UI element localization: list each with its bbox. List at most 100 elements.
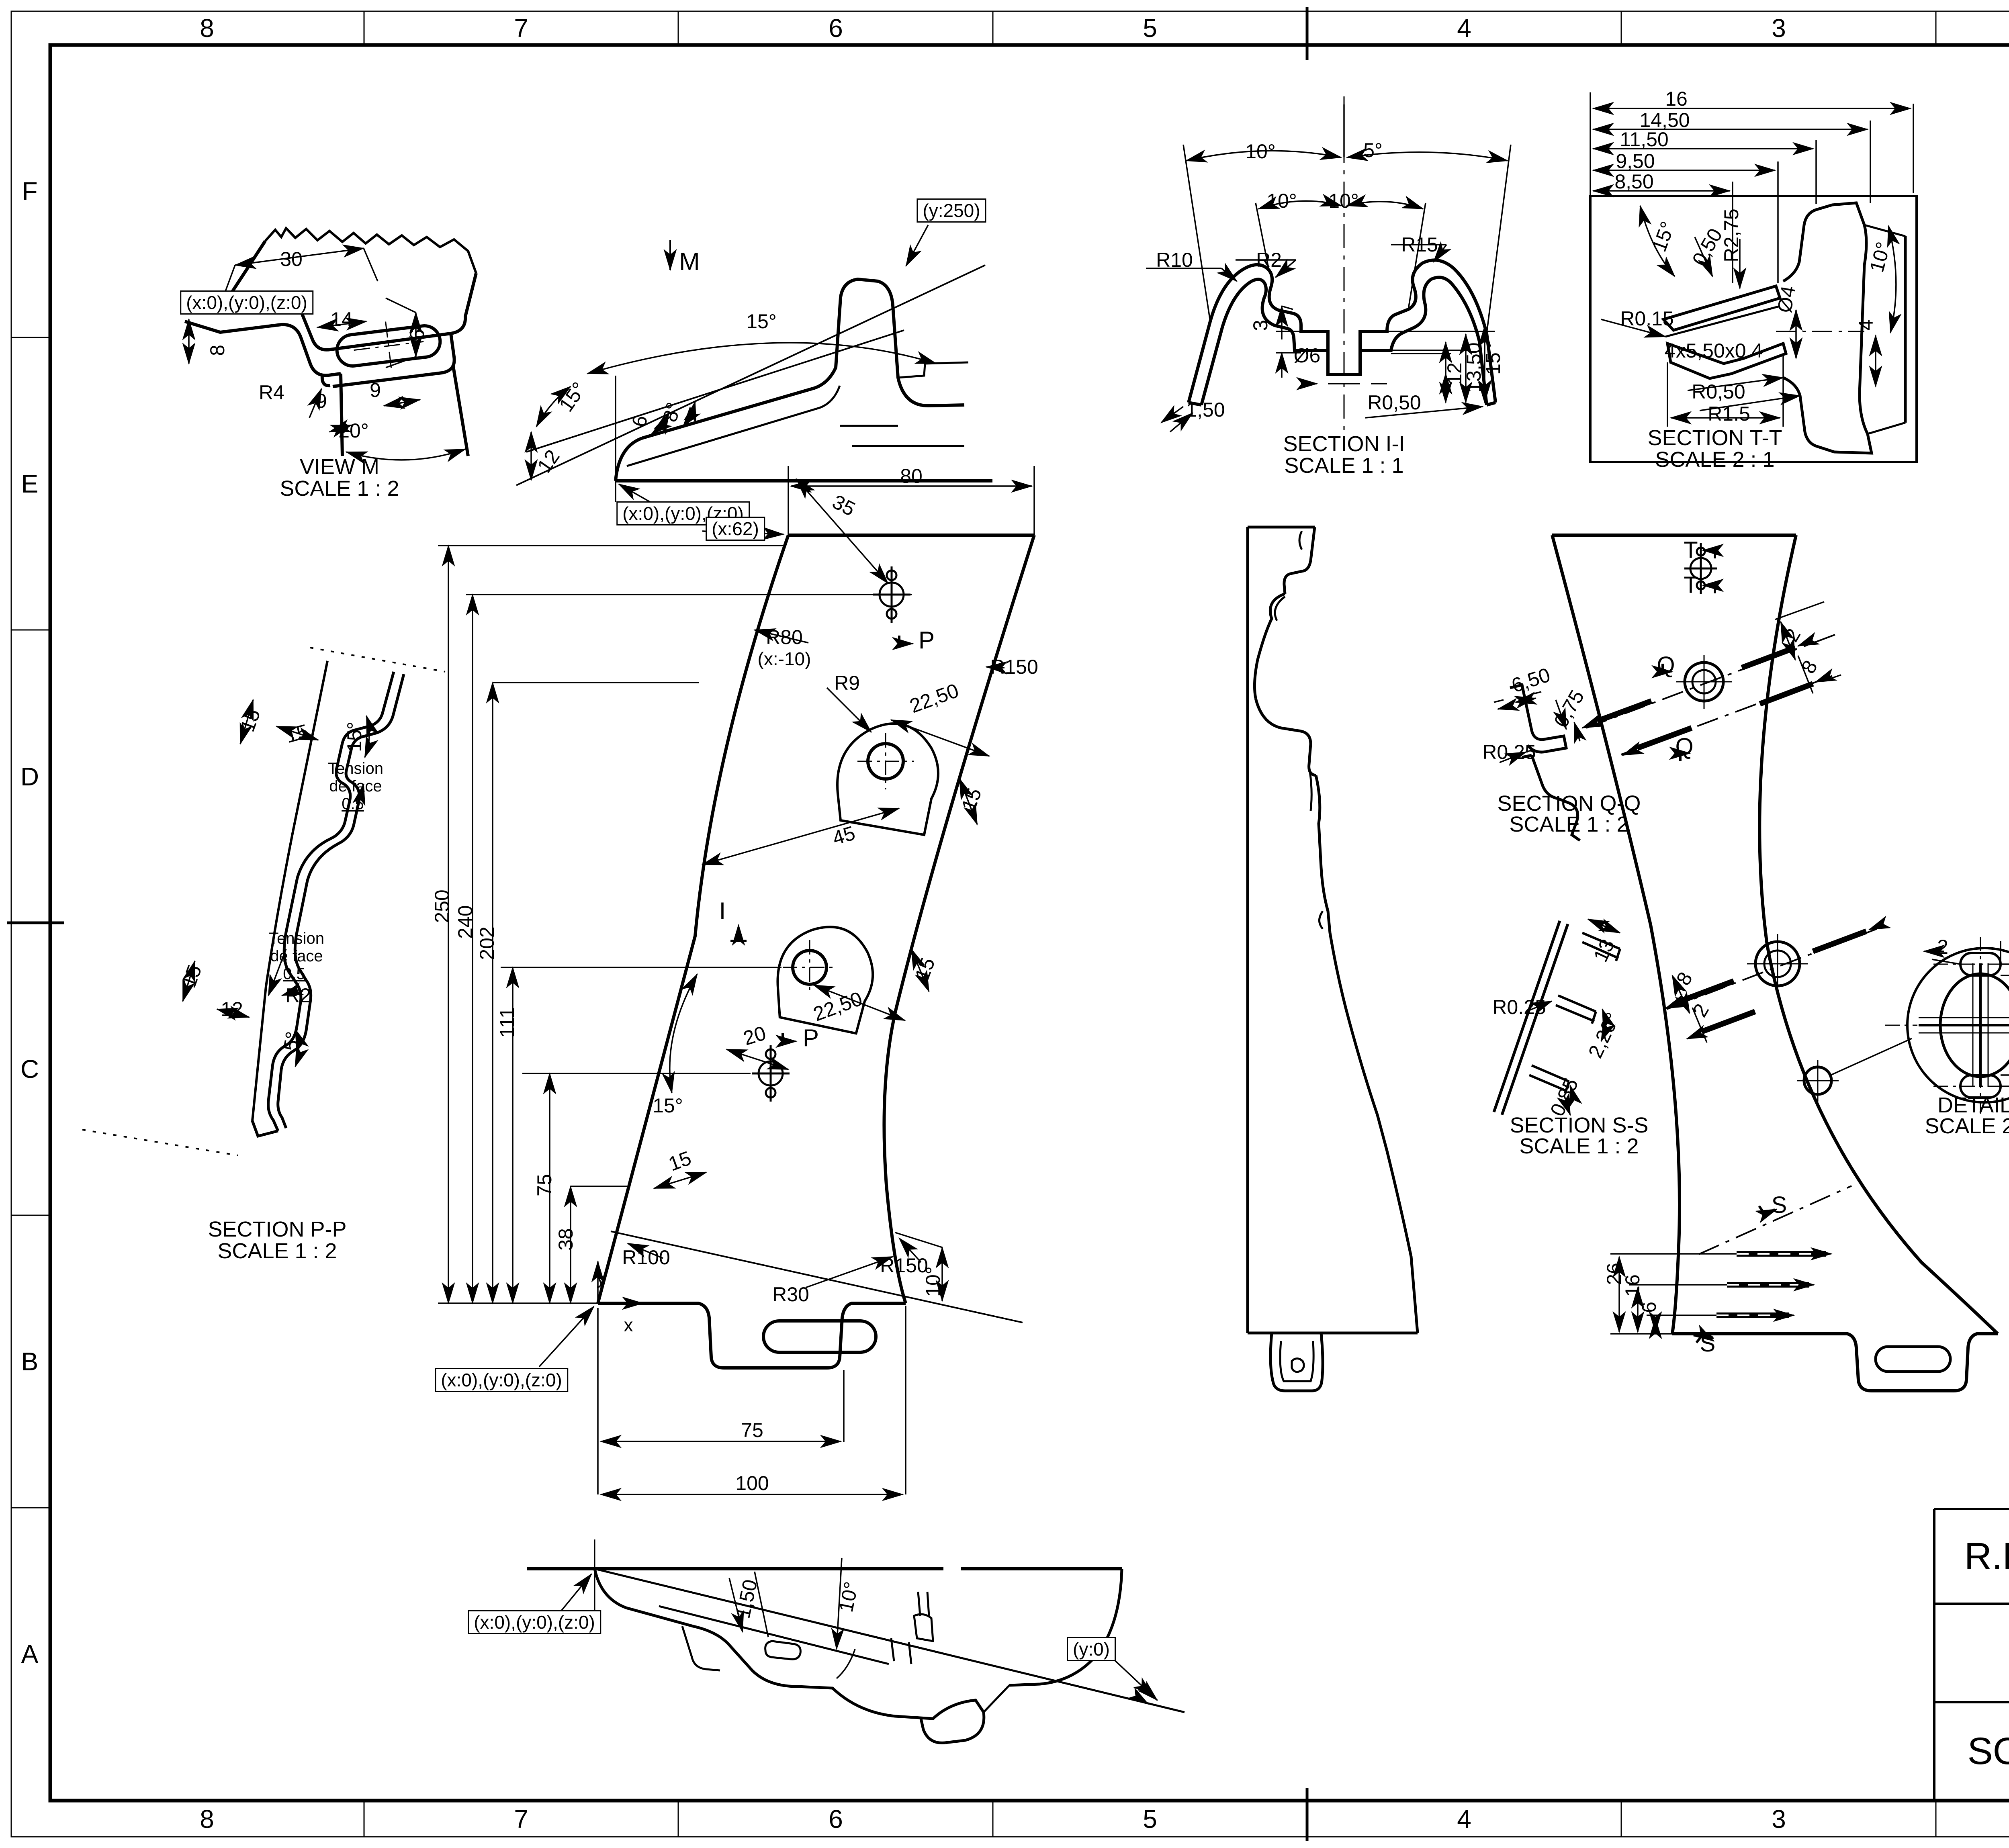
dim-label: 10° xyxy=(1266,190,1297,212)
dim-label: 14 xyxy=(330,308,353,331)
dim-label: 250 xyxy=(431,889,453,923)
dim-label: R0.25 xyxy=(1482,741,1536,763)
dim-label: 10° xyxy=(922,1266,944,1297)
dim-label: (x:-10) xyxy=(757,648,811,669)
dim-label: (x:0),(y:0),(z:0) xyxy=(180,290,313,315)
dim-label: 30 xyxy=(280,248,303,270)
zone-label-8: 8 xyxy=(200,1805,214,1834)
dim-label: R9 xyxy=(834,672,860,694)
dim-label: R4 xyxy=(259,381,284,404)
dim-label: 5° xyxy=(279,1030,305,1053)
dim-label: SECTION T-T xyxy=(1647,426,1782,450)
view-m-geometry xyxy=(182,226,478,464)
dim-label: R2,75 xyxy=(1720,209,1743,262)
zone-label-7: 7 xyxy=(514,1805,528,1834)
zone-label-5: 5 xyxy=(1143,14,1157,43)
dim-label: 1,50 xyxy=(1186,399,1225,421)
dim-label: 15° xyxy=(653,1094,683,1117)
dim-label: 20° xyxy=(338,419,369,442)
dim-label: Tension xyxy=(328,760,383,777)
dim-label: R10 xyxy=(1156,249,1193,271)
dim-label: 240 xyxy=(454,905,477,939)
dim-label: R0.25 xyxy=(1492,996,1546,1018)
dim-label: 0.5 xyxy=(342,795,364,813)
dim-label: 15° xyxy=(343,722,366,752)
dim-label: P xyxy=(918,627,935,654)
dim-label: de face xyxy=(329,777,382,795)
dim-label: (x:0),(y:0),(z:0) xyxy=(468,1610,601,1634)
main-front-view-geometry xyxy=(438,466,1036,1501)
dim-label: R1.5 xyxy=(1708,403,1750,425)
dim-label: 15° xyxy=(746,310,777,333)
dim-label: 16 xyxy=(1621,1274,1644,1297)
dim-label: 75 xyxy=(533,1174,556,1196)
main-back-view-geometry xyxy=(1551,534,1999,1392)
dim-label: 80 xyxy=(900,465,923,487)
dim-label: SECTION Q-Q xyxy=(1497,791,1641,816)
section-qq-geometry xyxy=(1493,683,1587,842)
dim-label: 5° xyxy=(1363,139,1383,161)
dim-label: 0.5 xyxy=(283,965,305,983)
dim-label: SECTION P-P xyxy=(208,1217,347,1241)
dim-label: R0,50 xyxy=(1692,380,1745,403)
dim-label: 12 xyxy=(1443,362,1466,385)
dim-label: y xyxy=(596,1267,606,1288)
zone-label-F: F xyxy=(22,177,38,206)
dim-label: SECTION S-S xyxy=(1510,1113,1649,1137)
dim-label: Q xyxy=(1675,734,1694,760)
dim-label: 100 xyxy=(735,1472,769,1494)
dim-label: 2 xyxy=(1937,936,1948,958)
dim-label: R2 xyxy=(285,984,311,1007)
dim-label: (x:62) xyxy=(706,517,765,541)
zone-label-4: 4 xyxy=(1457,1805,1471,1834)
dim-label: 11,50 xyxy=(1620,128,1669,151)
dim-label: R0.15 xyxy=(1620,307,1674,330)
dim-label: T xyxy=(1684,572,1698,598)
dim-label: M xyxy=(679,248,700,276)
dim-label: S xyxy=(1700,1331,1716,1357)
dim-label: Tension xyxy=(269,930,324,947)
dim-label: Q xyxy=(1657,652,1675,678)
zone-label-6: 6 xyxy=(829,1805,843,1834)
dim-label: 8,50 xyxy=(1614,170,1654,193)
dim-label: 9,50 xyxy=(1616,150,1655,172)
zone-label-3: 3 xyxy=(1772,14,1786,43)
dim-label: 8 xyxy=(206,345,229,356)
dim-label: 9 xyxy=(370,379,381,401)
title-block-author: R.EL.MOUDEN xyxy=(1964,1535,2009,1578)
dim-label: 14,50 xyxy=(1639,109,1690,131)
dim-label: 12 xyxy=(221,998,243,1020)
dim-label: R150 xyxy=(990,656,1038,678)
zone-label-C: C xyxy=(20,1055,39,1083)
dim-label: R2 xyxy=(1256,249,1282,271)
dim-label: 6 xyxy=(406,329,428,340)
section-ii-geometry xyxy=(1146,96,1512,434)
dim-label: SCALE 1 : 2 xyxy=(217,1239,337,1263)
dim-label: R80 xyxy=(766,626,803,648)
dim-label: 202 xyxy=(476,926,498,960)
dim-label: 16 xyxy=(1665,88,1688,110)
section-ss-geometry xyxy=(1492,918,1621,1116)
dim-label: 4 xyxy=(1855,319,1877,331)
dim-label: P xyxy=(802,1024,819,1051)
dim-label: I xyxy=(719,897,726,924)
dim-label: 10° xyxy=(1245,140,1276,163)
dim-label: 6 xyxy=(1638,1302,1660,1313)
detail-v-geometry xyxy=(1885,937,2009,1114)
zone-label-D: D xyxy=(20,762,39,791)
zone-label-B: B xyxy=(21,1347,39,1376)
center-profile-view-geometry xyxy=(1246,525,1419,1392)
dim-label: 111 xyxy=(496,1007,518,1038)
section-tt-geometry xyxy=(1589,92,1918,463)
dim-label: x xyxy=(624,1314,633,1335)
section-pp-geometry xyxy=(82,647,446,1156)
dim-label: SECTION I-I xyxy=(1283,432,1405,456)
title-block-lines xyxy=(1933,1508,2009,1801)
dim-label: (y:0) xyxy=(1067,1637,1116,1661)
dim-label: 38 xyxy=(554,1228,577,1251)
dim-label: R0,50 xyxy=(1367,391,1421,414)
dim-label: 15 xyxy=(1482,352,1504,375)
dim-label: SCALE 1 : 2 xyxy=(1509,812,1629,836)
dim-label: 75 xyxy=(741,1419,763,1441)
